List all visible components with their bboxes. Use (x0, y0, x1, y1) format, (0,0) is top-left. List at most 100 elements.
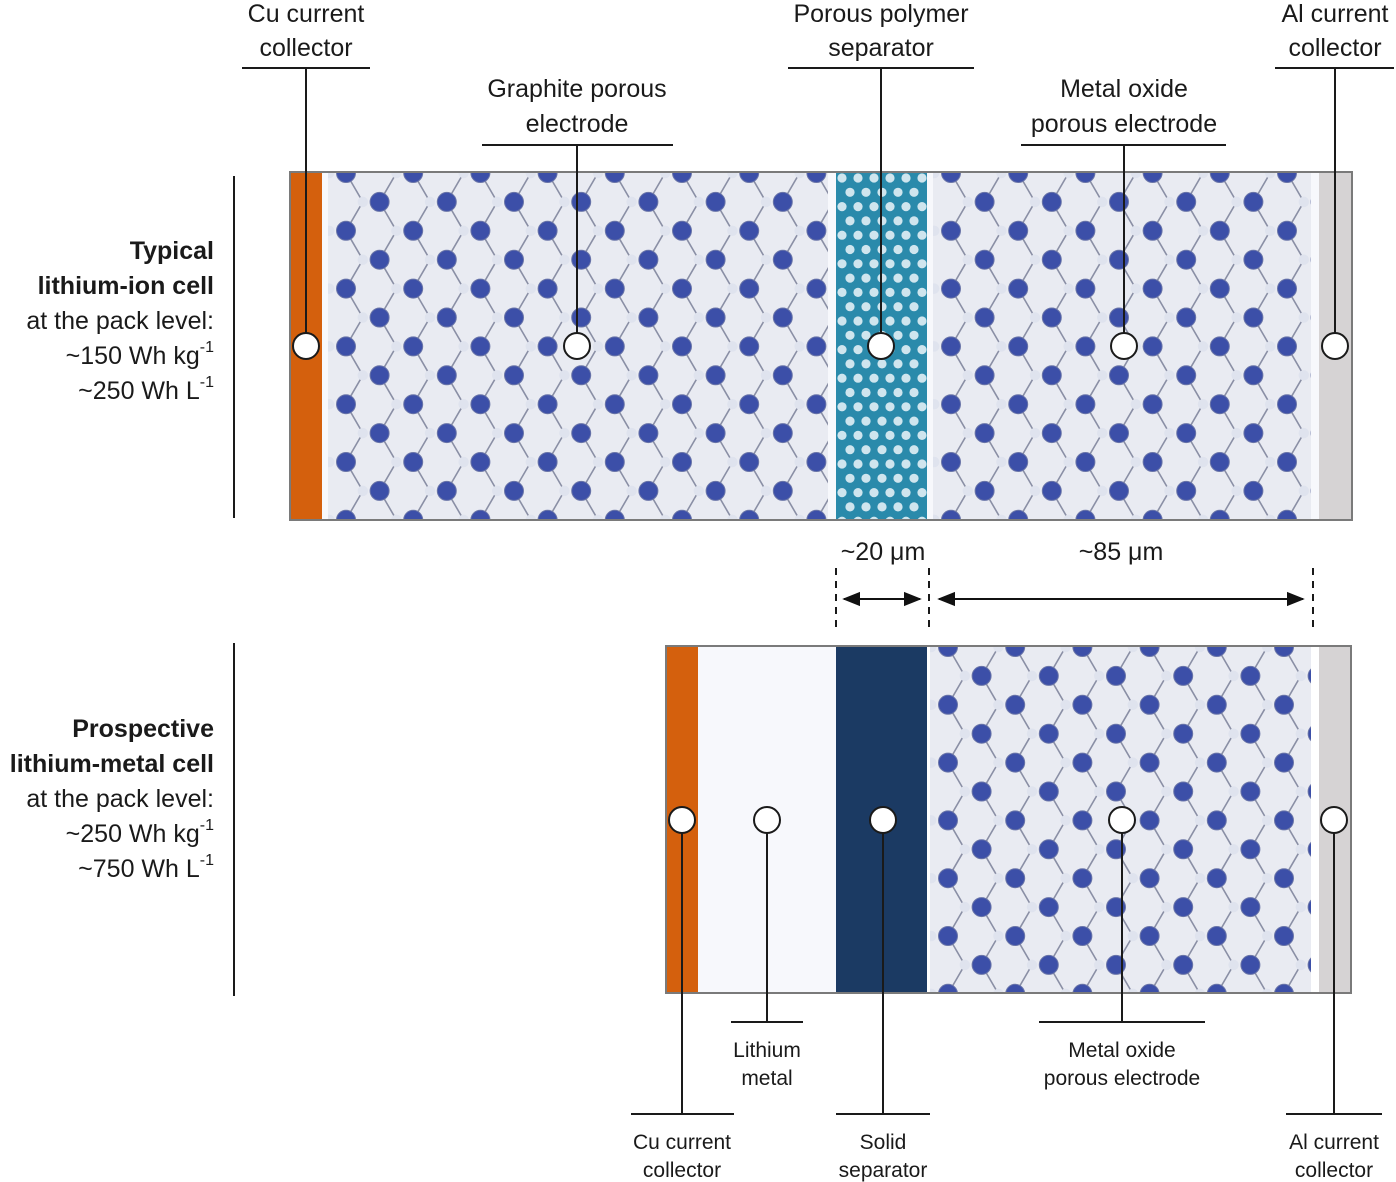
lattice-bond (1052, 520, 1069, 549)
lattice-site (1164, 196, 1175, 208)
lattice-bond (1351, 589, 1368, 618)
lattice-atom (806, 394, 827, 415)
lattice-atom (908, 135, 927, 154)
lattice-site (1363, 671, 1373, 681)
lattice-bond (1266, 647, 1268, 648)
lattice-bond (1134, 173, 1136, 174)
lattice-atom (1277, 173, 1297, 183)
lattice-bond (1253, 520, 1270, 549)
lattice-site (626, 370, 637, 381)
pore-dot (869, 202, 879, 212)
pore-dot (837, 230, 847, 240)
lattice-bond (1318, 589, 1335, 618)
lattice-site (1029, 427, 1041, 439)
lattice-atom (1139, 983, 1160, 992)
lattice-site (424, 427, 436, 439)
lattice-site (1029, 485, 1041, 497)
lattice-atom (672, 394, 692, 415)
lattice-atom (1008, 394, 1029, 415)
lattice-site (1130, 283, 1142, 294)
lattice-bond (749, 86, 766, 115)
lattice-site (1228, 613, 1238, 623)
label-solid-separator-line1: Solid (860, 1131, 907, 1154)
lattice-bond (731, 173, 733, 174)
lattice-site (1026, 728, 1038, 739)
pore-dot (853, 202, 863, 212)
pore-dot (861, 445, 871, 455)
lattice-site (827, 201, 828, 203)
lattice-atom (806, 509, 827, 519)
lattice-site (328, 514, 335, 519)
lattice-site (694, 139, 704, 149)
lattice-site (1026, 786, 1038, 797)
pore-dot (877, 502, 887, 512)
lattice-atom (1139, 694, 1160, 715)
lattice-site (693, 370, 705, 381)
lattice-bond (664, 173, 666, 174)
lattice-site (1197, 283, 1209, 294)
lattice-atom (941, 173, 961, 183)
lattice-site (1363, 786, 1373, 796)
lattice-site (959, 728, 971, 739)
lattice-atom (971, 839, 992, 860)
lattice-bond (581, 549, 598, 578)
lattice-atom (1176, 307, 1197, 328)
lattice-atom (1209, 173, 1230, 183)
lattice-site (1161, 670, 1172, 682)
lattice-site (1029, 370, 1041, 381)
lattice-atom (269, 279, 288, 298)
pore-dot (885, 259, 895, 269)
lattice-site (1194, 815, 1206, 826)
lattice-atom (941, 452, 961, 472)
lattice-site (862, 572, 872, 582)
lattice-site (358, 543, 368, 553)
lattice-bond (312, 520, 329, 549)
lattice-site (761, 139, 771, 149)
label-solid-separator-line2: separator (839, 1159, 928, 1182)
pore-dot (845, 216, 855, 226)
pore-dot (909, 445, 919, 455)
lattice-bond (1351, 849, 1368, 878)
lattice-site (1296, 613, 1306, 623)
lattice-bond (1351, 618, 1368, 647)
lattice-site (959, 844, 971, 855)
lattice-site (933, 225, 940, 237)
pore-dot (917, 459, 927, 469)
lattice-site (1363, 1017, 1373, 1027)
pore-dot (901, 373, 911, 383)
lattice-site (1093, 844, 1105, 855)
lattice-atom (1139, 752, 1160, 773)
lattice-site (794, 225, 805, 237)
lattice-atom (1106, 897, 1126, 918)
lattice-site (525, 456, 537, 468)
lattice-bond (1318, 994, 1335, 1023)
lattice-atom (971, 897, 992, 918)
lattice-bond (1116, 994, 1133, 1023)
lattice-atom (938, 868, 958, 889)
lattice-site (727, 398, 738, 410)
lattice-bond (279, 144, 296, 173)
lattice-site (1096, 312, 1108, 323)
label-metal-oxide-bottom-line1: Metal oxide (1068, 1039, 1175, 1062)
lattice-site (592, 173, 604, 179)
lattice-bond (1354, 231, 1371, 260)
lattice-bond (395, 173, 397, 174)
pore-dot (901, 259, 911, 269)
lattice-atom (705, 480, 726, 501)
lattice-bond (1217, 560, 1234, 589)
pore-dot (861, 473, 871, 483)
lattice-atom (806, 452, 827, 472)
lattice-atom (938, 752, 958, 773)
lattice-atom (1274, 810, 1294, 831)
lattice-atom (1072, 983, 1093, 992)
li-ion-labels: Cu current collector Graphite porous ele… (242, 0, 1394, 360)
lattice-site (391, 283, 402, 294)
lattice-bond (1116, 589, 1133, 618)
lattice-site (933, 173, 940, 179)
pore-dot (917, 173, 927, 183)
lattice-atom (1139, 810, 1160, 831)
lattice-site (794, 456, 805, 468)
lattice-atom (537, 509, 558, 519)
lattice-site (1231, 254, 1242, 265)
